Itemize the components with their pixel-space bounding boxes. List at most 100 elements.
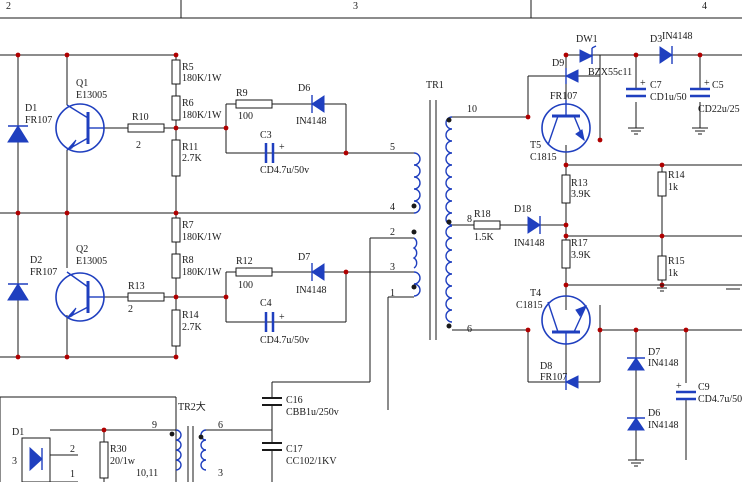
c7-value: CD1u/50 [650,92,687,103]
transistor-q1: Q1 E13005 [55,78,107,153]
c17-ref: C17 [286,444,303,455]
capacitor-c16: C16 CBB1u/250v [262,395,339,418]
t5-label: FR107 [550,91,577,102]
d1-ref: D1 [25,103,37,114]
resistor-r17: R17 3.9K [561,238,592,269]
diode-d8: D8 FR107 [540,361,579,390]
c5-value: CD22u/25 [698,104,740,115]
diode-d1-top: D1 FR107 [7,103,52,143]
diode-d9: D9 [552,58,579,84]
dw1-ref: DW1 [576,34,598,45]
r11-value: 2.7K [182,153,203,164]
r8-value: 180K/1W [182,267,222,278]
tr1-ref: TR1 [426,80,444,91]
tr1-pin-2: 2 [390,227,395,238]
r10-value: 2 [136,140,141,151]
r13-right-ref: R13 [571,178,588,189]
transistor-q2: Q2 E13005 [55,244,107,322]
title-block-header: 2 3 4 [0,0,742,19]
capacitor-c5: + C5 CD22u/25 [690,78,740,115]
bottom-section-wiring [0,382,273,482]
resistor-r11: R11 2.7K [171,139,203,177]
c5-ref: C5 [712,80,724,91]
device-d1-bottom: D1 2 1 3 [12,427,75,482]
capacitor-c9: + C9 CD4.7u/50v [676,381,742,405]
c7-ref: C7 [650,80,662,91]
d6-value: IN4148 [296,116,327,127]
d1-bottom-pin-2: 2 [70,444,75,455]
c17-value: CC102/1KV [286,456,337,467]
r7-ref: R7 [182,220,194,231]
d2-ref: D2 [30,255,42,266]
q2-value: E13005 [76,256,107,267]
r18-value: 1.5K [474,232,495,243]
tr2-pin-10-11: 10,11 [136,468,158,479]
r10-ref: R10 [132,112,149,123]
d3-value: IN4148 [662,31,693,42]
q2-ref: Q2 [76,244,88,255]
transformer-tr2: TR2大 9 6 10,11 3 [136,400,223,482]
t5-value: C1815 [530,152,557,163]
tr1-pin-1: 1 [390,288,395,299]
svg-text:+: + [676,381,682,392]
svg-text:+: + [704,78,710,89]
r30-value: 20/1w [110,456,136,467]
column-label-3: 3 [353,1,358,12]
resistor-r5: R5 180K/1W [171,59,222,85]
d3-ref: D3 [650,34,662,45]
r5-ref: R5 [182,62,194,73]
column-label-4: 4 [702,1,707,12]
r12-ref: R12 [236,256,253,267]
c16-value: CBB1u/250v [286,407,339,418]
resistor-r6: R6 180K/1W [171,95,222,121]
r14-left-ref: R14 [182,310,199,321]
r17-ref: R17 [571,238,588,249]
resistor-r14-right: R14 1k [657,170,685,197]
svg-text:+: + [640,78,646,89]
r6-ref: R6 [182,98,194,109]
r14-right-value: 1k [668,182,678,193]
d7-left-ref: D7 [298,252,310,263]
left-bridge-wiring [0,52,414,410]
resistor-r30: R30 20/1w [99,441,136,479]
resistor-r8: R8 180K/1W [171,253,222,279]
d2-value: FR107 [30,267,57,278]
resistor-r10: R10 2 [127,112,165,151]
d7-right-ref: D7 [648,347,660,358]
r7-value: 180K/1W [182,232,222,243]
c3-value: CD4.7u/50v [260,165,309,176]
diode-d6-left: D6 IN4148 [296,83,327,127]
capacitor-c7: + C7 CD1u/50 [626,78,687,103]
r30-ref: R30 [110,444,127,455]
capacitor-c4: + C4 CD4.7u/50v [260,298,309,346]
resistor-r13-right: R13 3.9K [561,174,592,204]
resistor-r12: R12 100 [235,256,273,291]
r12-value: 100 [238,280,253,291]
d1-bottom-ref: D1 [12,427,24,438]
c4-value: CD4.7u/50v [260,335,309,346]
capacitor-c3: + C3 CD4.7u/50v [260,130,309,176]
r5-value: 180K/1W [182,73,222,84]
r13-right-value: 3.9K [571,189,592,200]
tr1-pin-8: 8 [467,214,472,225]
diode-d18: D18 IN4148 [514,204,545,249]
r15-value: 1k [668,268,678,279]
t4-value: C1815 [516,300,543,311]
r9-ref: R9 [236,88,248,99]
c9-ref: C9 [698,382,710,393]
tr2-pin-9: 9 [152,420,157,431]
resistor-r13: R13 2 [127,281,165,315]
q1-ref: Q1 [76,78,88,89]
r13-ref: R13 [128,281,145,292]
r18-ref: R18 [474,209,491,220]
d18-ref: D18 [514,204,531,215]
transistor-t4: T4 C1815 [516,288,591,345]
r9-value: 100 [238,111,253,122]
c16-ref: C16 [286,395,303,406]
diode-d7-right: D7 IN4148 [627,347,679,371]
resistor-r9: R9 100 [235,88,273,122]
resistor-r18: R18 1.5K [473,209,501,243]
r14-left-value: 2.7K [182,322,203,333]
zener-dw1: DW1 BZX55c11 [576,34,632,78]
